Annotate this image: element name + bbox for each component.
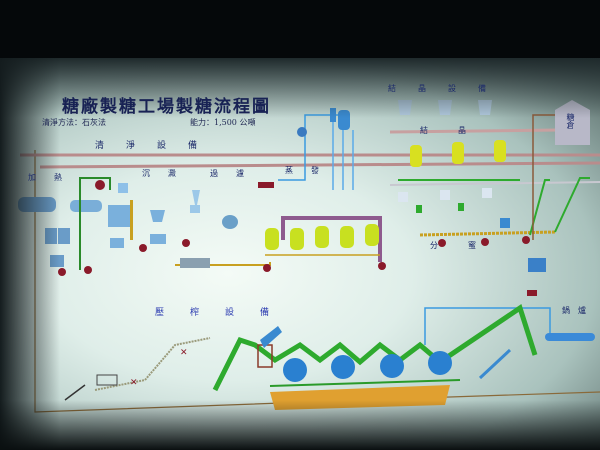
- section-boiler: 鍋爐: [562, 306, 594, 315]
- clarifier-icon: [108, 205, 133, 227]
- section-crystallization-label: 結晶: [420, 126, 496, 135]
- section-heating: 加熱: [28, 173, 80, 182]
- svg-text:✕: ✕: [130, 378, 138, 388]
- section-settling: 沉澱: [142, 169, 194, 178]
- evaporator-row: [265, 224, 379, 250]
- svg-text:✕: ✕: [180, 348, 188, 358]
- section-evaporation: 蒸發: [285, 166, 337, 175]
- section-crystallization: 結晶設備: [388, 84, 508, 93]
- section-milling: 壓榨設備: [155, 308, 296, 318]
- condenser-pump-icon: [297, 127, 307, 137]
- section-filtration: 過濾: [210, 169, 262, 178]
- capacity-label: 能力：1,500 公噸: [190, 118, 256, 127]
- bagasse-conveyor: [212, 304, 538, 392]
- section-clarification: 清淨設備: [95, 141, 220, 151]
- section-sugar-warehouse: 糖倉: [566, 113, 575, 129]
- boiler-icon: [545, 333, 595, 341]
- method-label: 清淨方法：石灰法: [42, 118, 106, 127]
- pump-icon: [95, 180, 105, 190]
- vacuum-filter-icon: [222, 215, 238, 229]
- mill-row: [283, 351, 452, 382]
- filter-icon: [150, 210, 165, 222]
- diagram-title: 糖廠製糖工場製糖流程圖: [62, 97, 271, 117]
- section-centrifugal: 分蜜: [430, 241, 506, 250]
